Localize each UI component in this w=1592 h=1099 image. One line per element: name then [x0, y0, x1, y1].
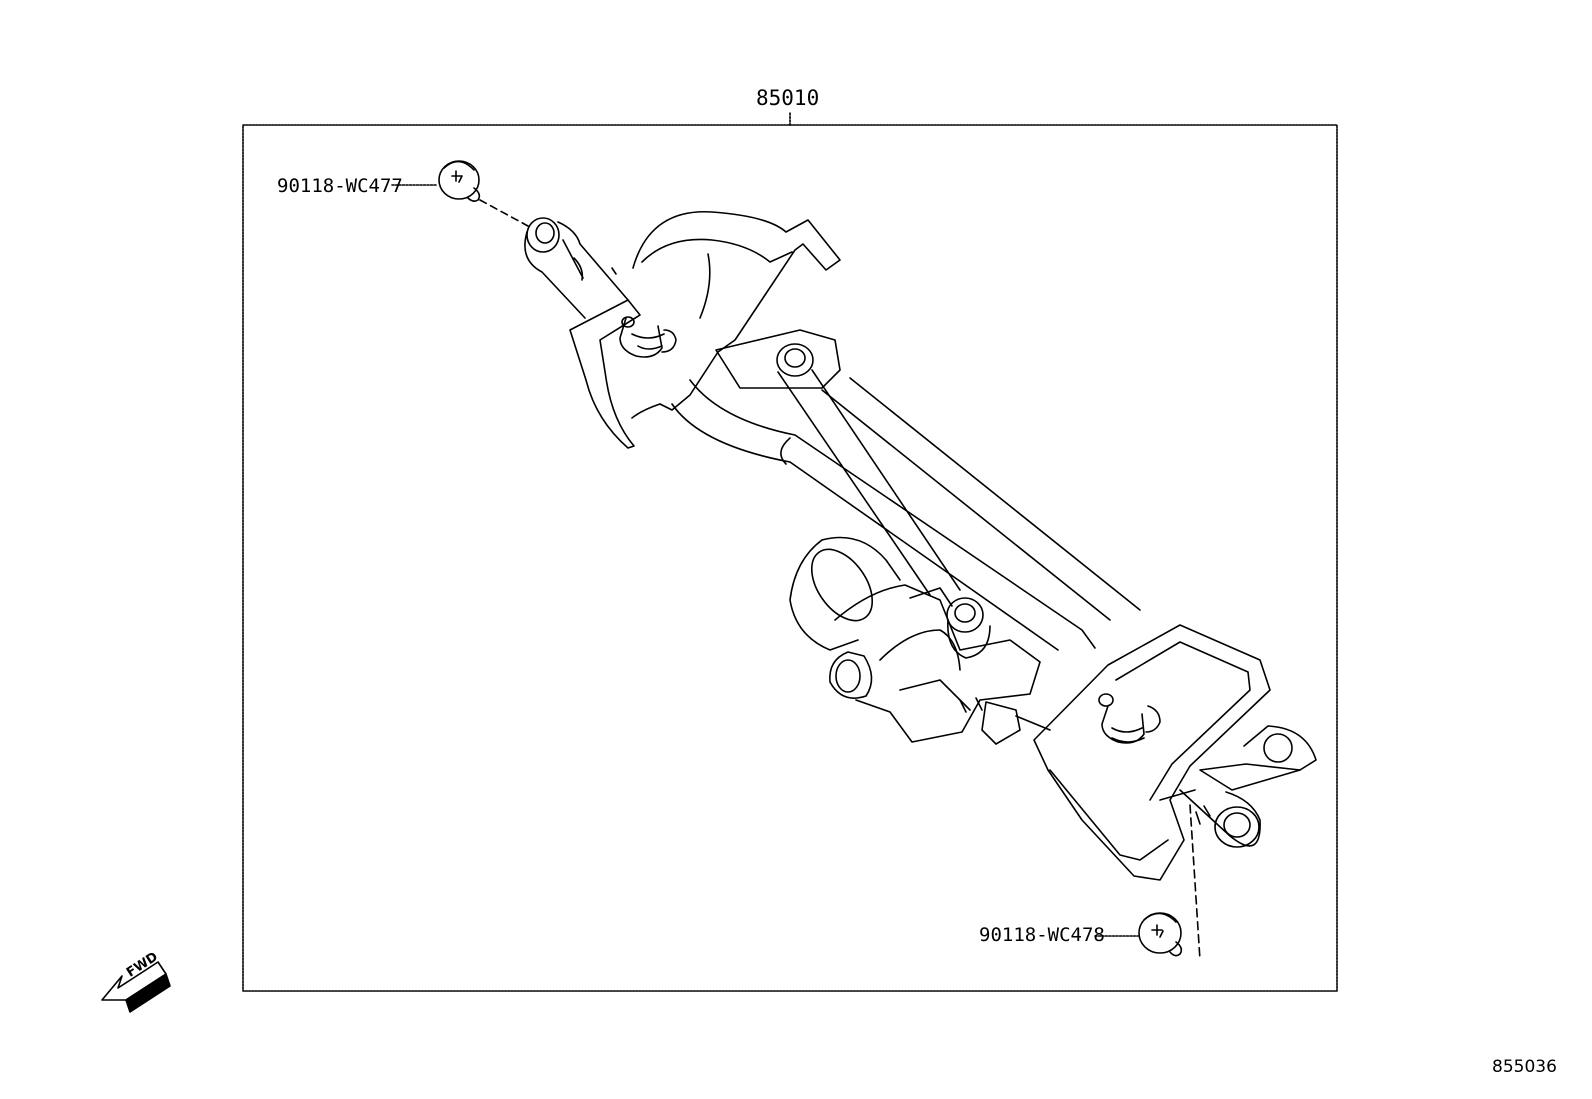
illustration-code: 855036	[1492, 1057, 1557, 1077]
bolt2-dashed-path	[1189, 804, 1201, 961]
part-number-label[interactable]: 90118-WC478	[979, 924, 1105, 946]
bolt-90118-WC477	[438, 160, 481, 202]
assembly-frame	[242, 124, 1338, 992]
assembly-number-label[interactable]: 85010	[756, 86, 820, 110]
fwd-arrow-icon	[101, 961, 171, 1013]
wiper-link-assembly	[524, 211, 1317, 881]
bolt-90118-WC478	[1138, 912, 1183, 957]
bolt1-dashed-path	[479, 199, 529, 227]
part-number-label[interactable]: 90118-WC477	[277, 175, 403, 197]
